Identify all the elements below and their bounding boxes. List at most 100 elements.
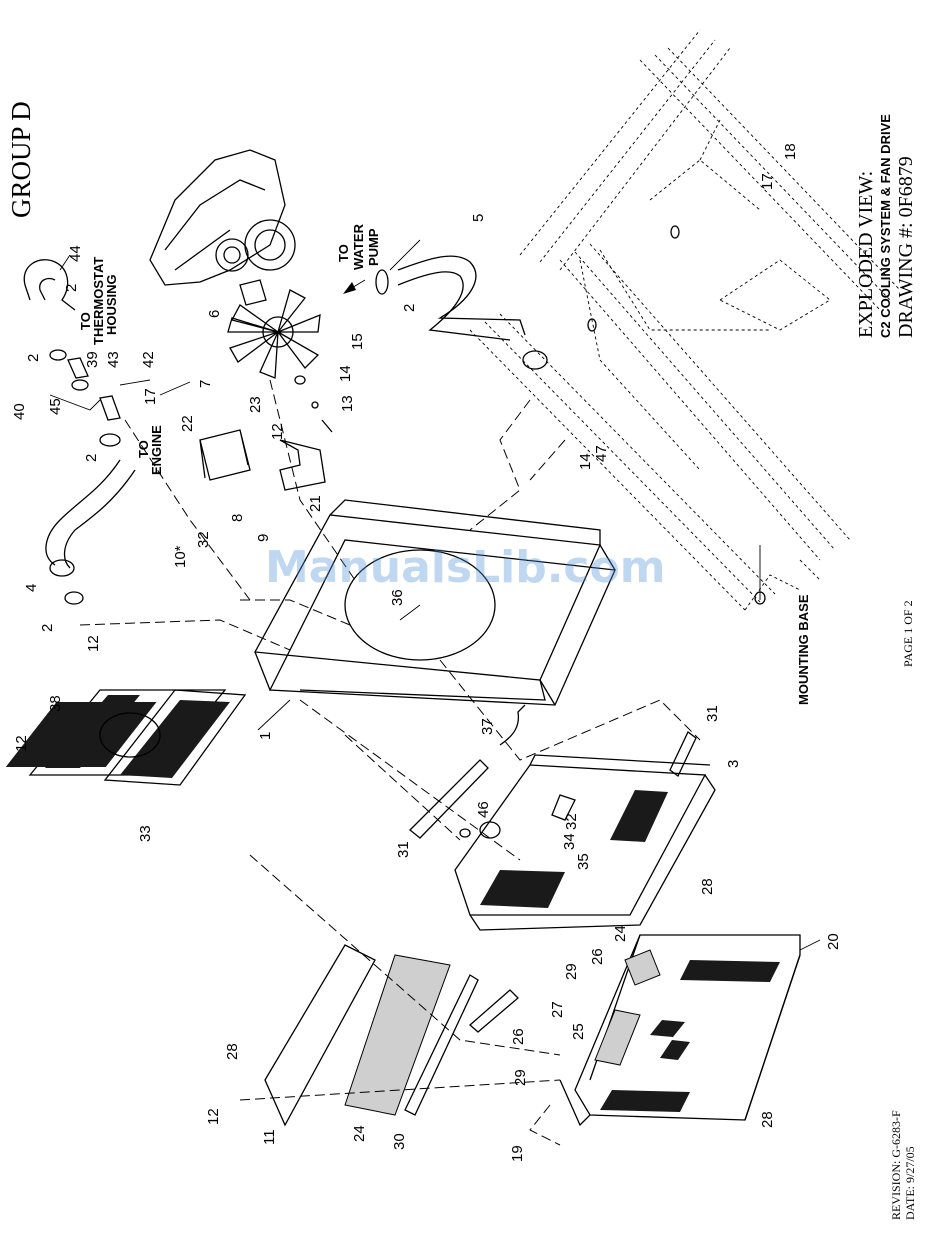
revision: REVISION: G-6283-F bbox=[889, 1110, 903, 1220]
svg-text:WATER: WATER bbox=[351, 223, 366, 270]
callout-12: 12 bbox=[13, 735, 30, 752]
callout-42: 42 bbox=[140, 351, 157, 368]
callout-4: 4 bbox=[23, 584, 40, 592]
thermostat-hose-44 bbox=[23, 259, 76, 311]
svg-text:TO: TO bbox=[136, 440, 151, 458]
callout-32: 32 bbox=[195, 531, 212, 548]
foam-seals bbox=[594, 949, 661, 1066]
lower-hose-4 bbox=[45, 459, 136, 605]
callout-14: 14 bbox=[577, 453, 594, 470]
callout-3: 3 bbox=[725, 760, 742, 768]
strip-30 bbox=[404, 974, 479, 1116]
callout-45: 45 bbox=[47, 398, 64, 415]
callout-28: 28 bbox=[224, 1043, 241, 1060]
callout-1: 1 bbox=[257, 732, 274, 740]
view-subtitle: C2 COOLING SYSTEM & FAN DRIVE bbox=[878, 114, 893, 338]
callout-8: 8 bbox=[229, 514, 246, 522]
callout-21: 21 bbox=[307, 495, 324, 512]
callout-29: 29 bbox=[512, 1069, 529, 1086]
callout-34: 34 bbox=[561, 833, 578, 850]
callout-19: 19 bbox=[509, 1145, 526, 1162]
callout-24: 24 bbox=[612, 925, 629, 942]
callout-36: 36 bbox=[389, 589, 406, 606]
view-title: EXPLODED VIEW: bbox=[855, 171, 877, 338]
fan-shroud-1 bbox=[253, 499, 616, 706]
callout-2: 2 bbox=[401, 304, 418, 312]
callout-37: 37 bbox=[479, 718, 496, 735]
callout-12: 12 bbox=[269, 423, 286, 440]
callout-26: 26 bbox=[510, 1028, 527, 1045]
callout-28: 28 bbox=[699, 878, 716, 895]
svg-text:THERMOSTAT: THERMOSTAT bbox=[91, 257, 106, 345]
panel-11 bbox=[264, 944, 376, 1127]
callout-30: 30 bbox=[391, 1133, 408, 1150]
callout-12: 12 bbox=[85, 635, 102, 652]
callout-10-star: 10* bbox=[172, 545, 189, 568]
callout-31: 31 bbox=[704, 705, 721, 722]
callout-24: 24 bbox=[351, 1125, 368, 1142]
page-number: PAGE 1 OF 2 bbox=[901, 600, 915, 667]
callout-33: 33 bbox=[137, 825, 154, 842]
watermark: ManualsLib.com bbox=[265, 542, 666, 593]
note-water-pump: TO WATER PUMP bbox=[336, 223, 381, 270]
callout-35: 35 bbox=[575, 853, 592, 870]
callout-2: 2 bbox=[63, 284, 80, 292]
callout-20: 20 bbox=[825, 933, 842, 950]
callout-29: 29 bbox=[563, 963, 580, 980]
bracket-21 bbox=[279, 439, 326, 491]
callout-11: 11 bbox=[261, 1129, 278, 1145]
fan-spacer bbox=[239, 279, 267, 306]
water-pump-arrowhead bbox=[343, 282, 356, 294]
callout-2: 2 bbox=[39, 624, 56, 632]
callout-2: 2 bbox=[25, 354, 42, 362]
callout-9: 9 bbox=[255, 534, 272, 542]
callout-2: 2 bbox=[83, 454, 100, 462]
callout-7: 7 bbox=[197, 380, 214, 388]
callout-5: 5 bbox=[470, 214, 487, 222]
callout-28: 28 bbox=[759, 1111, 776, 1128]
callout-27: 27 bbox=[549, 1001, 566, 1018]
callout-13: 13 bbox=[339, 395, 356, 412]
sensor-37 bbox=[499, 704, 526, 746]
note-engine: TO ENGINE bbox=[136, 425, 164, 475]
callout-40: 40 bbox=[11, 403, 28, 420]
svg-text:TO: TO bbox=[336, 244, 351, 262]
fan-hardware bbox=[294, 375, 333, 433]
svg-text:TO: TO bbox=[78, 312, 93, 330]
group-label: GROUP D bbox=[6, 101, 36, 218]
callout-26: 26 bbox=[589, 948, 606, 965]
callout-14: 14 bbox=[337, 365, 354, 382]
note-thermostat: TO THERMOSTAT HOUSING bbox=[78, 257, 119, 345]
callout-31: 31 bbox=[395, 841, 412, 858]
drawing-number: DRAWING #: 0F6879 bbox=[895, 156, 917, 338]
fan-guard-38-33 bbox=[5, 689, 247, 786]
mounting-base bbox=[469, 29, 901, 611]
svg-text:HOUSING: HOUSING bbox=[104, 274, 119, 335]
callout-43: 43 bbox=[105, 351, 122, 368]
upper-hose bbox=[375, 255, 548, 370]
callout-44: 44 bbox=[67, 245, 84, 262]
svg-text:ENGINE: ENGINE bbox=[149, 425, 164, 475]
callout-46: 46 bbox=[475, 801, 492, 818]
relay-22 bbox=[199, 429, 251, 481]
cooling-fan bbox=[227, 289, 321, 379]
strip-26 bbox=[469, 989, 519, 1033]
callout-17: 17 bbox=[142, 388, 159, 405]
callout-6: 6 bbox=[206, 310, 223, 318]
callout-23: 23 bbox=[247, 396, 264, 413]
callout-15: 15 bbox=[349, 333, 366, 350]
svg-text:PUMP: PUMP bbox=[366, 228, 381, 266]
alignment-lines bbox=[79, 379, 701, 1146]
callout-22: 22 bbox=[179, 415, 196, 432]
radiator-3 bbox=[454, 754, 716, 931]
callout-25: 25 bbox=[570, 1023, 587, 1040]
callout-38: 38 bbox=[47, 695, 64, 712]
mounting-base-label: MOUNTING BASE bbox=[796, 594, 811, 705]
callout-17: 17 bbox=[759, 173, 776, 190]
engine-pulley-assembly bbox=[149, 149, 296, 306]
callout-18: 18 bbox=[782, 143, 799, 160]
revision-date: DATE: 9/27/05 bbox=[903, 1146, 917, 1220]
